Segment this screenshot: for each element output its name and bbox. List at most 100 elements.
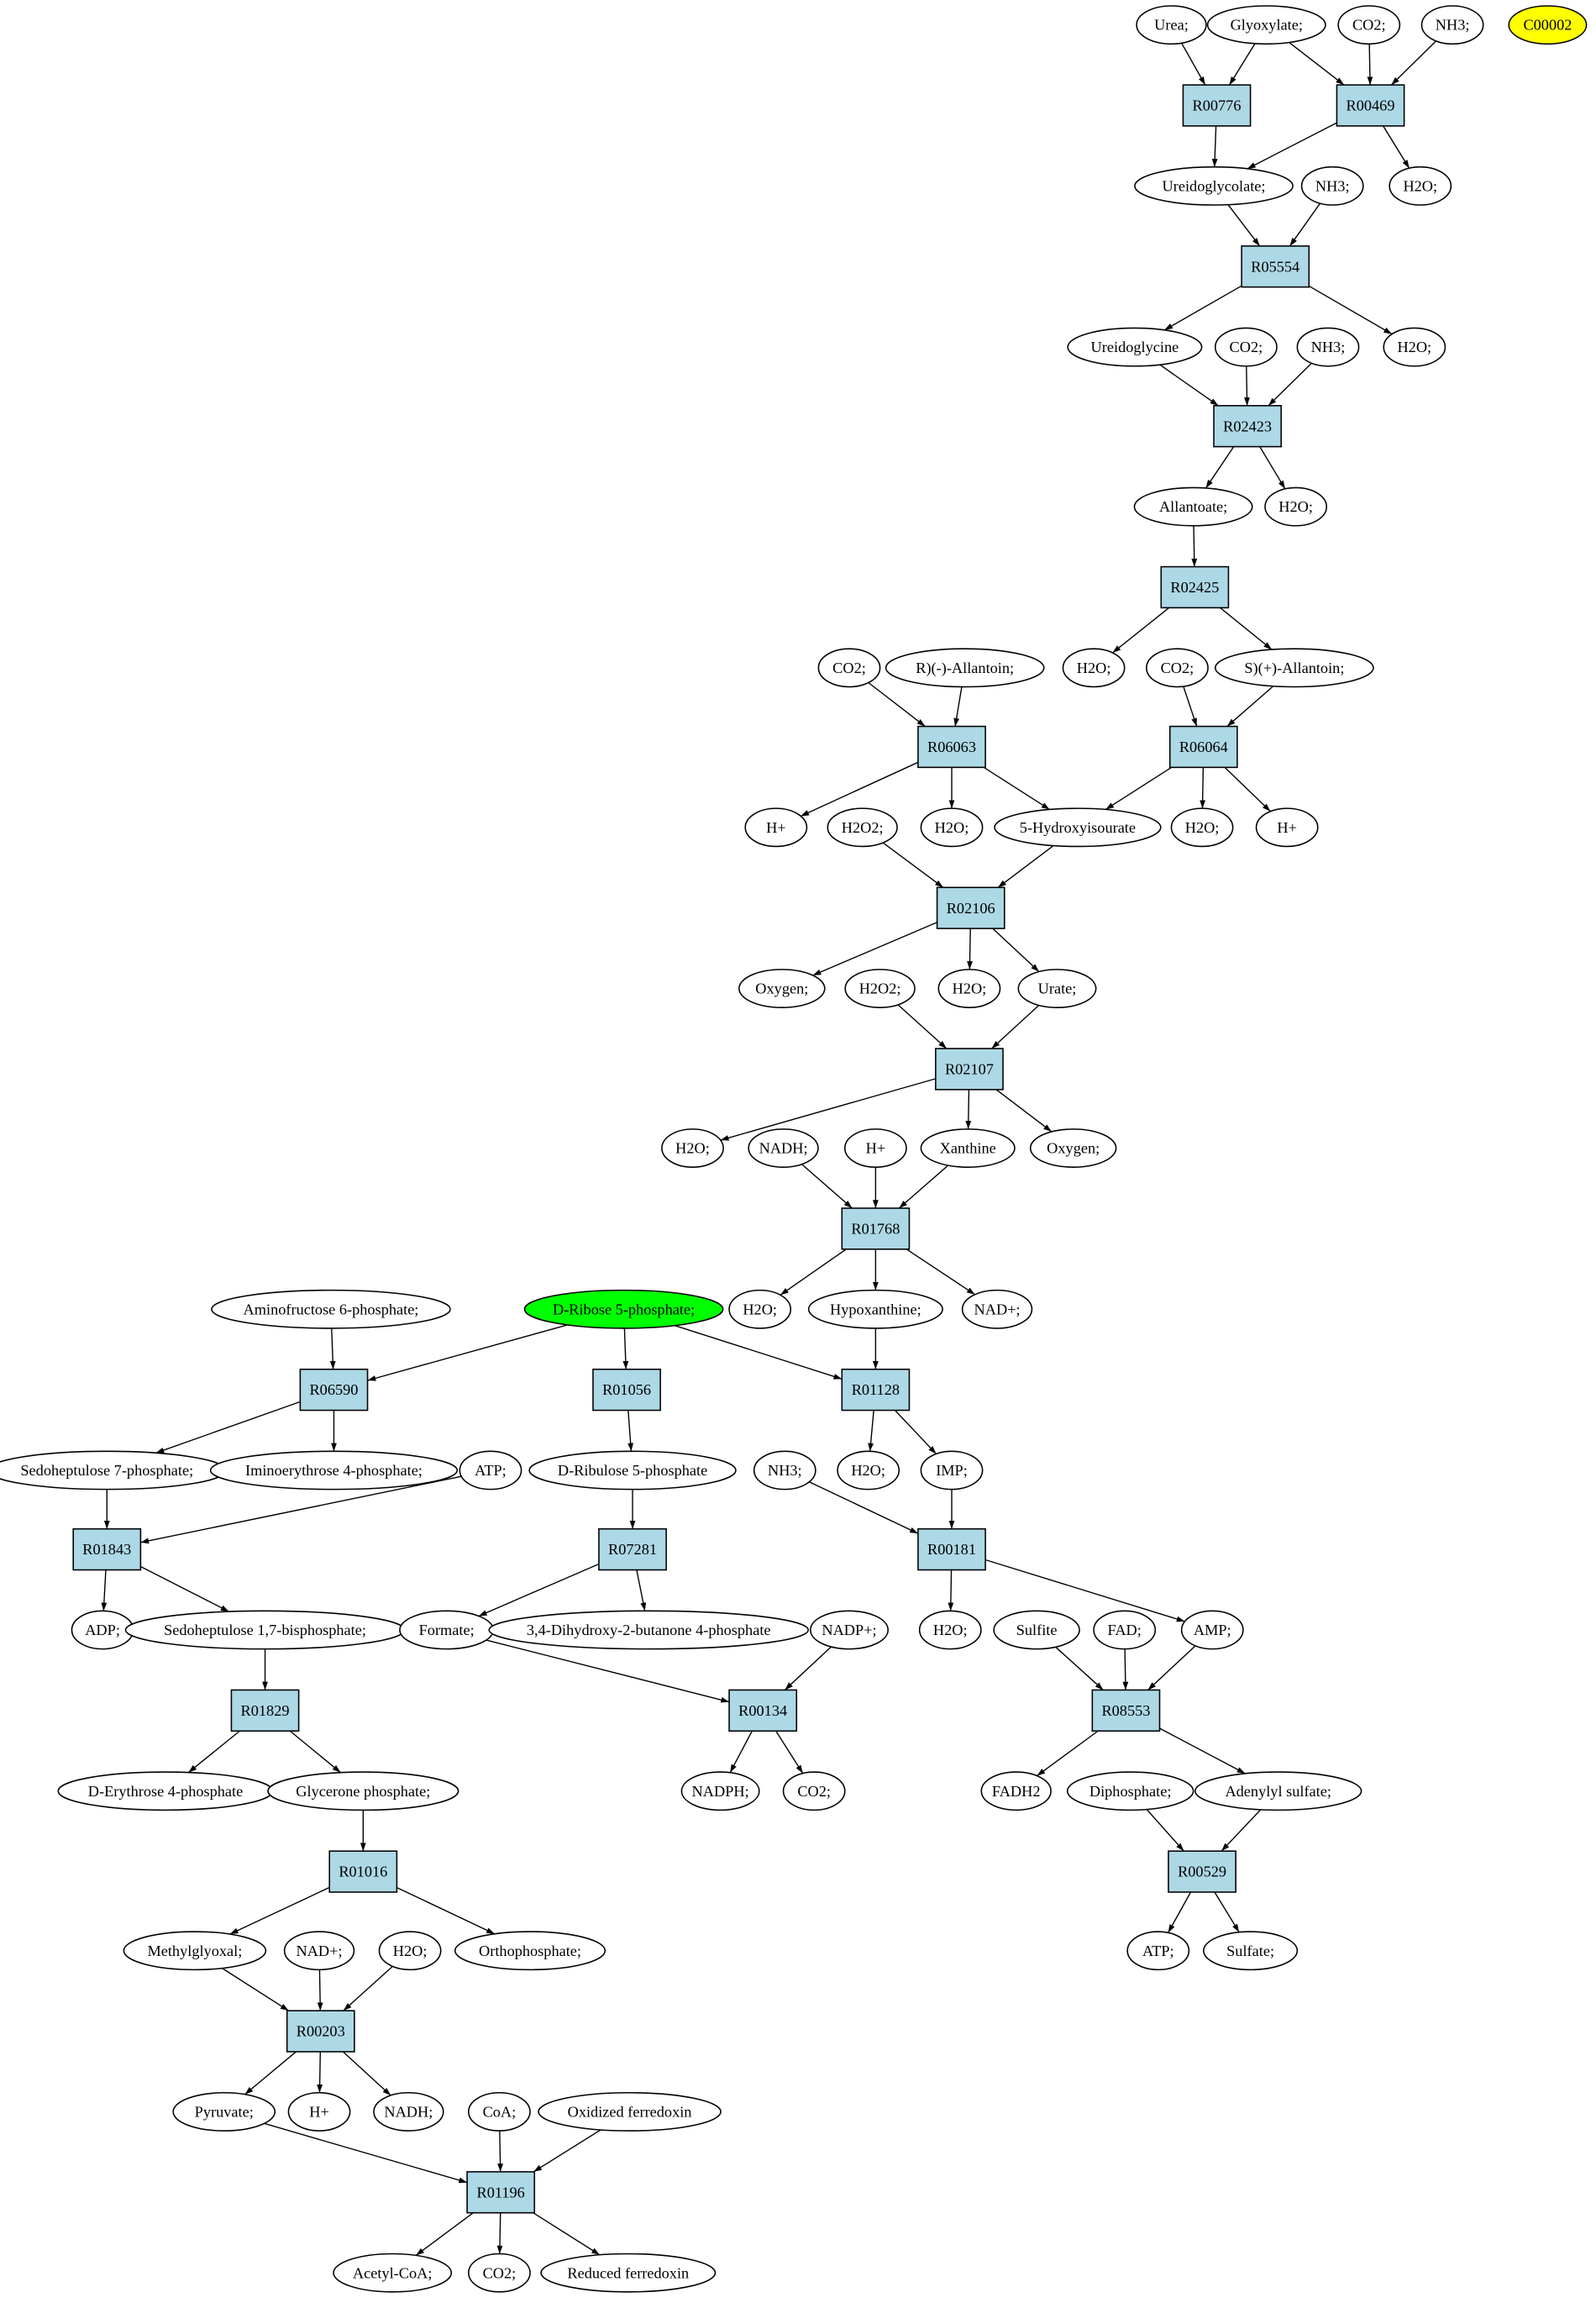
- reaction-node[interactable]: R01016: [328, 1850, 398, 1893]
- compound-node[interactable]: H2O;: [837, 1450, 900, 1490]
- compound-node[interactable]: NH3;: [1420, 5, 1484, 45]
- compound-node[interactable]: NADH;: [373, 2091, 444, 2132]
- reaction-node[interactable]: R01768: [841, 1207, 911, 1250]
- reaction-node[interactable]: R00776: [1182, 84, 1252, 127]
- reaction-node[interactable]: R06064: [1168, 725, 1238, 769]
- compound-node[interactable]: H+: [1255, 807, 1319, 848]
- compound-node[interactable]: CoA;: [468, 2091, 531, 2132]
- compound-node[interactable]: H2O;: [1264, 486, 1328, 527]
- compound-node[interactable]: D-Ribulose 5-phosphate: [528, 1450, 737, 1490]
- compound-node[interactable]: ATP;: [1126, 1931, 1190, 1971]
- reaction-node[interactable]: R00469: [1336, 84, 1405, 127]
- reaction-node[interactable]: R00181: [917, 1527, 986, 1571]
- compound-node[interactable]: Sulfite: [993, 1610, 1080, 1650]
- compound-node[interactable]: 5-Hydroxyisourate: [994, 807, 1162, 848]
- compound-node[interactable]: NAD+;: [961, 1289, 1033, 1329]
- reaction-node[interactable]: R01843: [72, 1527, 142, 1571]
- compound-node[interactable]: CO2;: [1337, 5, 1401, 45]
- reaction-node[interactable]: R08553: [1091, 1689, 1161, 1732]
- compound-node[interactable]: CO2;: [782, 1771, 846, 1811]
- compound-node[interactable]: Urate;: [1017, 969, 1097, 1008]
- compound-node[interactable]: H+: [744, 807, 808, 848]
- compound-node[interactable]: D-Erythrose 4-phosphate: [57, 1771, 274, 1811]
- compound-node[interactable]: Methylglyoxal;: [123, 1931, 267, 1971]
- compound-node[interactable]: Allantoate;: [1133, 486, 1253, 527]
- compound-node[interactable]: H2O;: [378, 1931, 442, 1971]
- compound-node[interactable]: CO2;: [1214, 327, 1278, 367]
- compound-node[interactable]: ADP;: [71, 1610, 134, 1650]
- compound-node[interactable]: Sedoheptulose 1,7-bisphosphate;: [124, 1610, 406, 1650]
- compound-node[interactable]: CO2;: [1146, 648, 1209, 688]
- reaction-node[interactable]: R07281: [598, 1527, 667, 1571]
- compound-node[interactable]: 3,4-Dihydroxy-2-butanone 4-phosphate: [488, 1610, 809, 1650]
- compound-node[interactable]: H2O;: [728, 1289, 792, 1329]
- compound-node[interactable]: H+: [843, 1128, 907, 1168]
- compound-node[interactable]: Xanthine: [920, 1128, 1016, 1168]
- reaction-node[interactable]: R06063: [917, 725, 986, 769]
- reaction-node[interactable]: R00203: [286, 2010, 355, 2053]
- compound-node[interactable]: C00002: [1508, 5, 1588, 45]
- compound-node[interactable]: FADH2: [980, 1771, 1052, 1811]
- compound-node[interactable]: ATP;: [459, 1450, 522, 1490]
- compound-node[interactable]: Ureidoglycolate;: [1134, 166, 1294, 206]
- compound-node[interactable]: NADH;: [748, 1128, 819, 1168]
- compound-node[interactable]: FAD;: [1093, 1610, 1157, 1650]
- compound-node[interactable]: H2O;: [1170, 807, 1234, 848]
- compound-node[interactable]: NADPH;: [680, 1771, 760, 1811]
- compound-node[interactable]: H2O;: [661, 1128, 724, 1168]
- compound-node[interactable]: CO2;: [468, 2253, 531, 2293]
- compound-node[interactable]: H2O2;: [844, 969, 916, 1008]
- reaction-node[interactable]: R06590: [299, 1368, 369, 1412]
- compound-node[interactable]: H+: [287, 2091, 351, 2132]
- reaction-node[interactable]: R02107: [935, 1048, 1004, 1091]
- compound-node[interactable]: H2O;: [1062, 648, 1126, 688]
- compound-node[interactable]: R)(-)-Allantoin;: [885, 648, 1045, 688]
- compound-node[interactable]: D-Ribose 5-phosphate;: [523, 1289, 724, 1329]
- compound-node[interactable]: Sulfate;: [1203, 1931, 1299, 1971]
- compound-node[interactable]: Hypoxanthine;: [807, 1289, 943, 1329]
- compound-node[interactable]: H2O;: [1389, 166, 1452, 206]
- reaction-node[interactable]: R00529: [1168, 1850, 1236, 1893]
- compound-node[interactable]: H2O;: [920, 807, 984, 848]
- compound-node[interactable]: Reduced ferredoxin: [540, 2253, 717, 2293]
- compound-node[interactable]: Oxidized ferredoxin: [538, 2091, 722, 2132]
- compound-node[interactable]: IMP;: [920, 1450, 984, 1490]
- compound-node[interactable]: Iminoerythrose 4-phosphate;: [209, 1450, 459, 1490]
- compound-node[interactable]: H2O;: [918, 1610, 982, 1650]
- compound-node[interactable]: Sedoheptulose 7-phosphate;: [0, 1450, 228, 1490]
- compound-node[interactable]: H2O;: [937, 969, 1001, 1008]
- compound-node[interactable]: S)(+)-Allantoin;: [1214, 648, 1374, 688]
- compound-node[interactable]: Ureidoglycine: [1067, 327, 1203, 367]
- compound-node[interactable]: Formate;: [399, 1610, 495, 1650]
- reaction-node[interactable]: R00134: [728, 1689, 798, 1732]
- compound-node[interactable]: Oxygen;: [738, 969, 826, 1008]
- compound-node[interactable]: H2O;: [1383, 327, 1446, 367]
- reaction-node[interactable]: R05554: [1241, 245, 1310, 288]
- reaction-node[interactable]: R02423: [1213, 405, 1282, 448]
- compound-node[interactable]: AMP;: [1180, 1610, 1244, 1650]
- reaction-node[interactable]: R01128: [841, 1368, 911, 1412]
- reaction-node[interactable]: R01196: [466, 2171, 536, 2214]
- reaction-node[interactable]: R02425: [1160, 565, 1230, 609]
- reaction-node[interactable]: R01056: [592, 1368, 661, 1412]
- compound-node[interactable]: H2O2;: [827, 807, 898, 848]
- compound-node[interactable]: NH3;: [1300, 166, 1364, 206]
- compound-node[interactable]: Diphosphate;: [1066, 1771, 1194, 1811]
- compound-node[interactable]: CO2;: [817, 648, 881, 688]
- compound-node[interactable]: Glyoxylate;: [1206, 5, 1326, 45]
- compound-node[interactable]: Acetyl-CoA;: [333, 2253, 453, 2293]
- reaction-node[interactable]: R02106: [936, 886, 1005, 929]
- compound-node[interactable]: Urea;: [1136, 5, 1207, 45]
- compound-node[interactable]: Pyruvate;: [172, 2091, 276, 2132]
- compound-node[interactable]: NADP+;: [810, 1610, 889, 1650]
- compound-node[interactable]: NAD+;: [283, 1931, 355, 1971]
- compound-ellipse: [748, 1128, 819, 1168]
- compound-node[interactable]: Aminofructose 6-phosphate;: [211, 1289, 451, 1329]
- compound-node[interactable]: NH3;: [1296, 327, 1360, 367]
- compound-node[interactable]: Orthophosphate;: [454, 1931, 606, 1971]
- compound-node[interactable]: Adenylyl sulfate;: [1194, 1771, 1362, 1811]
- reaction-node[interactable]: R01829: [230, 1689, 300, 1732]
- compound-node[interactable]: Oxygen;: [1029, 1128, 1117, 1168]
- compound-node[interactable]: Glycerone phosphate;: [267, 1771, 459, 1811]
- compound-node[interactable]: NH3;: [753, 1450, 816, 1490]
